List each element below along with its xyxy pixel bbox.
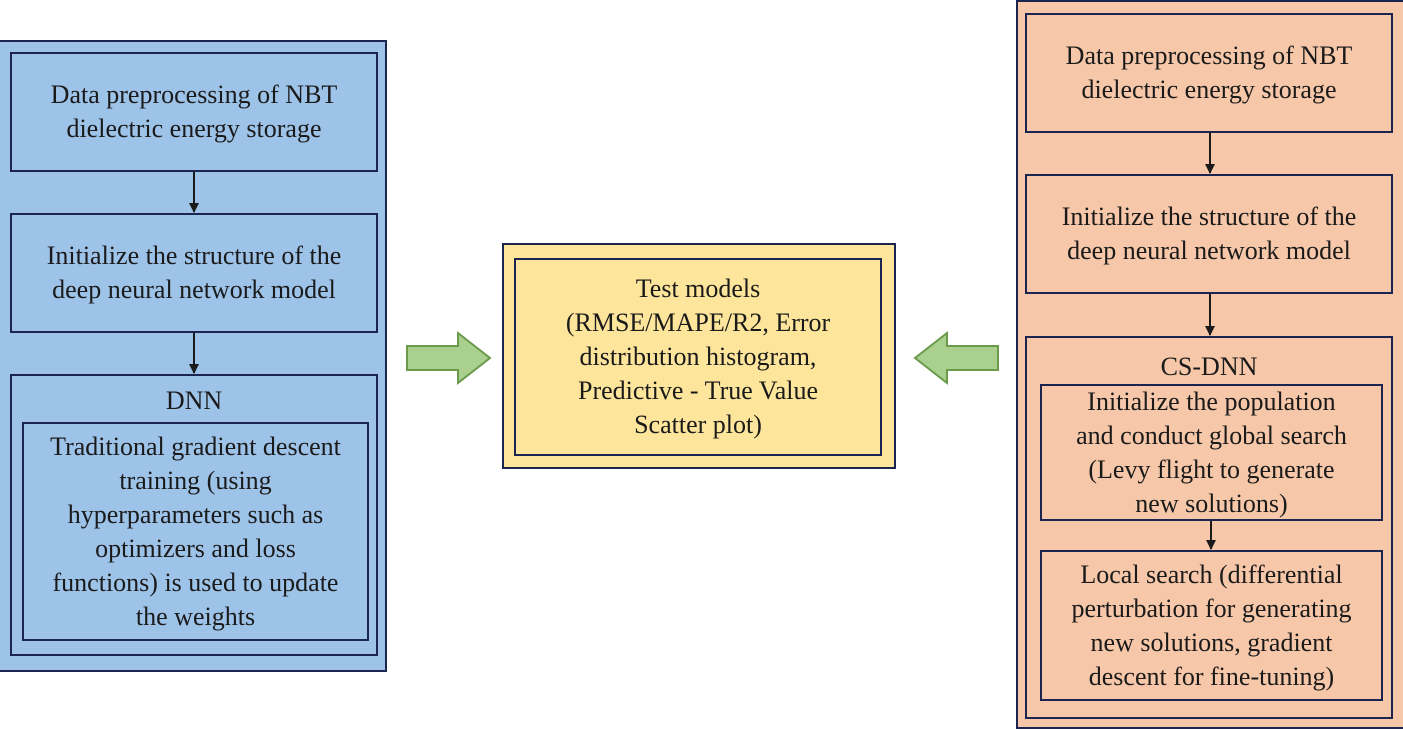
csdnn-title: CS-DNN	[1160, 352, 1258, 381]
left-initialize-structure-box: Initialize the structure of the deep neu…	[10, 213, 378, 333]
test-models-box: Test models (RMSE/MAPE/R2, Error distrib…	[514, 258, 882, 456]
left-data-preprocessing-box: Data preprocessing of NBT dielectric ene…	[10, 52, 378, 172]
local-search-box: Local search (differential perturbation …	[1040, 550, 1383, 701]
right-data-preprocessing-box: Data preprocessing of NBT dielectric ene…	[1025, 13, 1393, 133]
global-search-box: Initialize the population and conduct gl…	[1040, 384, 1383, 521]
dnn-training-text: Traditional gradient descent training (u…	[50, 431, 341, 631]
test-models-text: Test models (RMSE/MAPE/R2, Error distrib…	[565, 274, 831, 439]
dnn-title: DNN	[165, 386, 223, 415]
right-data-preprocessing-text: Data preprocessing of NBT dielectric ene…	[1065, 41, 1353, 104]
dnn-training-box: Traditional gradient descent training (u…	[22, 422, 369, 641]
global-search-text: Initialize the population and conduct gl…	[1076, 386, 1347, 518]
green-arrow-left	[913, 330, 999, 386]
right-initialize-structure-text: Initialize the structure of the deep neu…	[1061, 202, 1357, 265]
right-initialize-structure-box: Initialize the structure of the deep neu…	[1025, 174, 1393, 294]
local-search-text: Local search (differential perturbation …	[1071, 559, 1352, 691]
green-arrow-right	[406, 330, 492, 386]
left-initialize-structure-text: Initialize the structure of the deep neu…	[46, 241, 342, 304]
left-data-preprocessing-text: Data preprocessing of NBT dielectric ene…	[50, 80, 338, 143]
